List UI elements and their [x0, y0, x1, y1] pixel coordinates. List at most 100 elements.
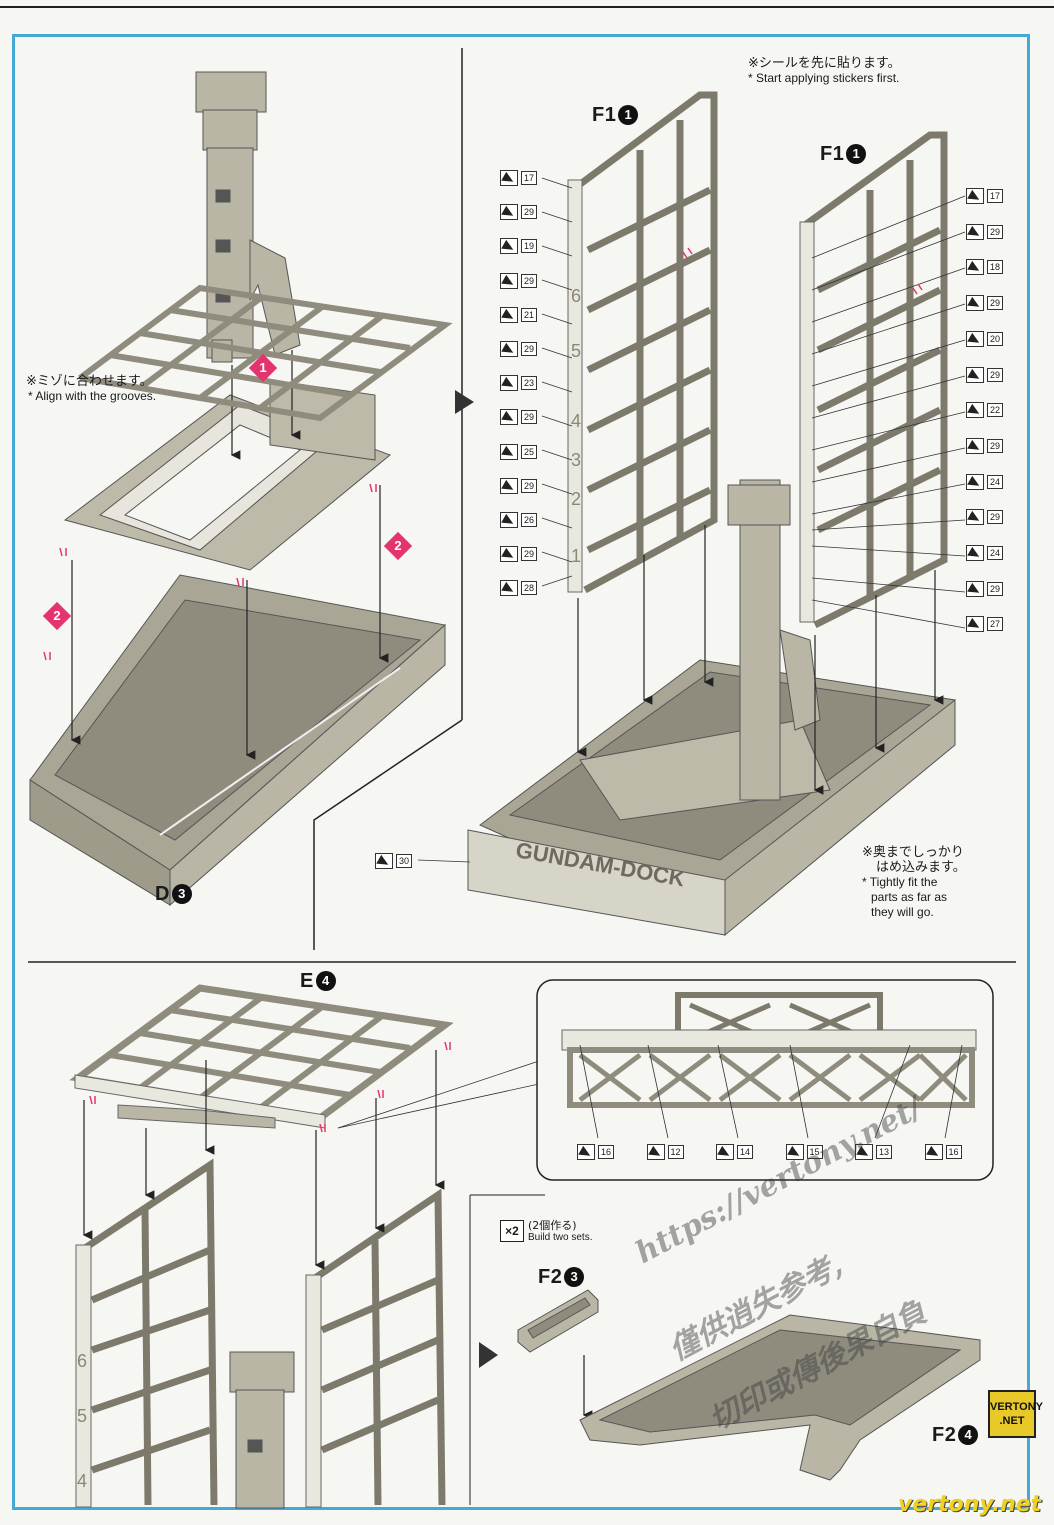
label-f1-right-num: 1 [846, 144, 867, 164]
sticker-callout: 29 [500, 340, 537, 358]
sticker-number: 12 [667, 1145, 684, 1159]
note-fit: ※奥までしっかり はめ込みます。 * Tightly fit the parts… [862, 845, 966, 920]
sticker-callout: 29 [966, 294, 1003, 312]
note-stickers: ※シールを先に貼ります。 * Start applying stickers f… [748, 56, 901, 86]
sticker-icon [966, 295, 984, 312]
sticker-callout: 25 [500, 443, 537, 461]
divider-diagonal [313, 719, 463, 950]
dock-assembled [467, 479, 957, 937]
sticker-callout: 29 [966, 223, 1003, 241]
sticker-callout: 26 [500, 511, 537, 529]
note-fit-en-1: * Tightly fit the [862, 875, 938, 889]
sticker-number: 22 [987, 403, 1003, 418]
sticker-number: 21 [521, 307, 537, 322]
tower-frame-f1-right [802, 131, 948, 629]
note-two-sets-en: Build two sets. [528, 1232, 593, 1243]
sticker-number: 30 [396, 854, 412, 868]
label-f2-top-num: 3 [564, 1267, 585, 1287]
sticker-number: 28 [521, 581, 537, 596]
assembly-arrows-bottom [82, 1050, 445, 1270]
note-stickers-jp: ※シールを先に貼ります。 [748, 56, 901, 71]
sticker-callout: 14 [716, 1143, 753, 1161]
sticker-callout: 29 [966, 437, 1003, 455]
tower-num-b6: 6 [77, 1351, 87, 1371]
sticker-icon [500, 409, 518, 426]
f2-large-part [579, 1314, 981, 1481]
step-badge-2a: 2 [383, 531, 413, 561]
tower-part-bottom [229, 1351, 295, 1509]
sticker-number: 29 [987, 224, 1003, 239]
sticker-icon [966, 188, 984, 204]
sticker-icon [966, 437, 984, 454]
sticker-number: 15 [806, 1145, 823, 1159]
label-d3-num: 3 [171, 884, 192, 904]
sticker-number: 29 [987, 581, 1003, 596]
sticker-callout: 16 [577, 1143, 614, 1161]
sticker-number: 18 [987, 260, 1003, 275]
sticker-icon [500, 341, 518, 357]
logo-line-2: .NET [999, 1415, 1025, 1427]
sticker-number: 29 [987, 296, 1003, 311]
roof-grid-e4 [78, 284, 453, 422]
next-step-arrow-1 [455, 390, 474, 414]
sticker-callout: 22 [966, 401, 1003, 419]
sticker-icon [966, 402, 984, 419]
sticker-callout: 29 [966, 366, 1003, 384]
sticker-icon [966, 366, 984, 383]
callout-lines [337, 1057, 549, 1129]
tower-num-2: 2 [571, 489, 581, 509]
sticker-callout: 13 [855, 1143, 892, 1161]
sticker-callout: 16 [924, 1143, 962, 1161]
sticker-number: 26 [521, 513, 537, 527]
sticker-number: 24 [987, 546, 1003, 560]
tower-column-bottom-left [75, 1244, 92, 1508]
tower-column-f1-left [567, 179, 583, 593]
sticker-callout: 24 [966, 544, 1003, 562]
sticker-number: 29 [521, 410, 537, 425]
tower-frame-f1-left [571, 91, 718, 594]
sticker-icon [500, 204, 518, 221]
sticker-callout: 28 [500, 579, 537, 597]
sticker-icon [500, 238, 518, 255]
tower-frames-bottom [80, 1158, 446, 1506]
f2-small-part [517, 1289, 599, 1353]
sticker-icon [966, 223, 984, 240]
sticker-callout: 17 [500, 169, 537, 187]
sticker-icon [577, 1144, 595, 1160]
sticker-icon [646, 1144, 665, 1160]
sticker-number: 29 [521, 478, 537, 493]
page-top-rule [0, 6, 1054, 8]
sticker-number: 17 [987, 189, 1003, 203]
assembly-arrows-left [70, 350, 389, 760]
sticker-callout: 27 [966, 615, 1003, 633]
step-badge-1: 1 [248, 353, 278, 383]
sticker-icon [966, 330, 984, 347]
sticker-base: 30 [375, 852, 412, 870]
sticker-icon [966, 473, 984, 490]
sticker-icon [855, 1144, 873, 1160]
sticker-icon [500, 512, 518, 528]
sticker-icon [966, 616, 984, 633]
sticker-icon [966, 545, 984, 561]
sticker-icon [500, 546, 518, 563]
sticker-callout: 29 [500, 545, 537, 563]
note-fit-jp-2: はめ込みます。 [876, 860, 966, 875]
sticker-callout: 29 [966, 508, 1003, 526]
two-sets-badge: ×2 [500, 1220, 524, 1242]
sticker-icon [716, 1144, 734, 1160]
sticker-icon [966, 259, 984, 276]
logo-line-1: VERTONY [990, 1401, 1043, 1413]
assembly-arrows-right [576, 525, 944, 795]
note-grooves-jp: ※ミゾに合わせます。 [26, 374, 153, 389]
sticker-callout: 23 [500, 374, 537, 392]
label-f1-left-num: 1 [618, 105, 639, 125]
sticker-number: 29 [987, 438, 1003, 453]
note-two-sets-jp: (2個作る) [528, 1219, 577, 1232]
sticker-icon [924, 1144, 943, 1160]
sticker-icon [500, 477, 518, 494]
sticker-callout: 29 [500, 203, 537, 221]
